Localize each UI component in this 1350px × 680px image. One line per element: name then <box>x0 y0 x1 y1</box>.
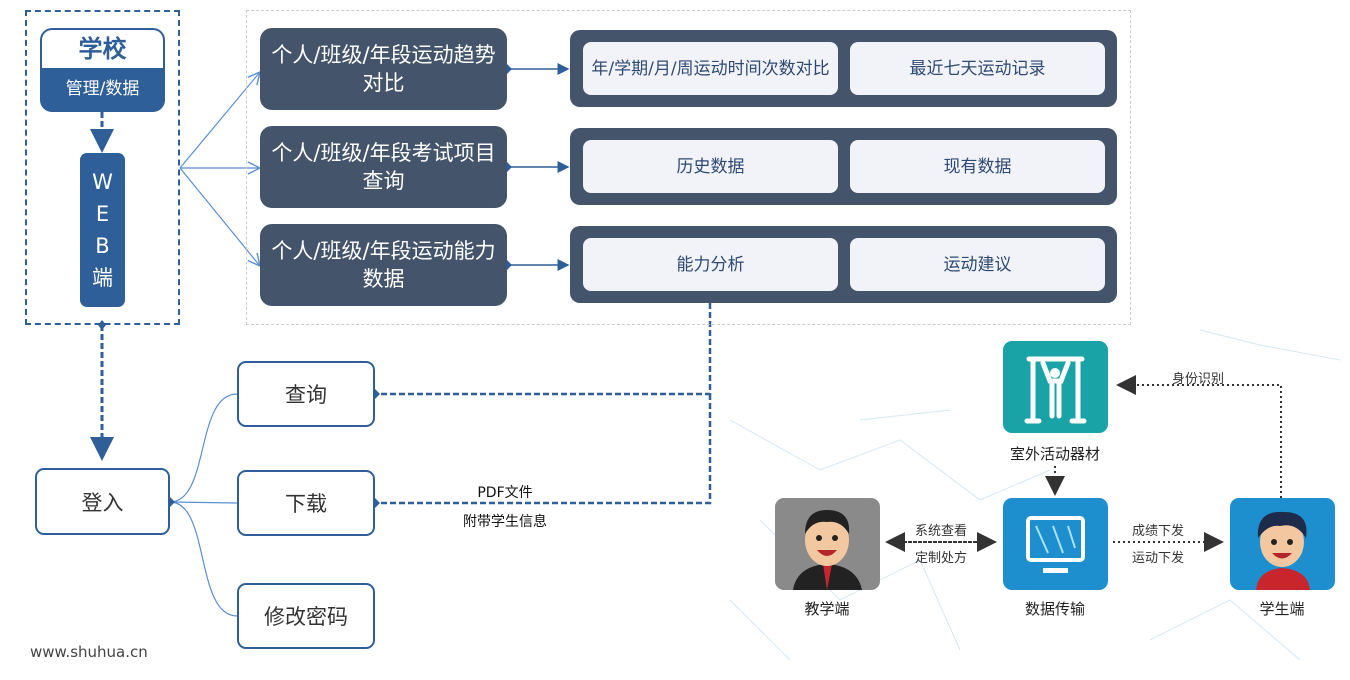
feature-ability: 个人/班级/年段运动能力数据 <box>260 224 507 306</box>
web-client-frame <box>25 10 180 325</box>
equipment-label: 室外活动器材 <box>1009 445 1100 463</box>
teacher-label: 教学端 <box>804 600 850 618</box>
pdf-note: PDF文件 <box>477 485 533 501</box>
student-label: 学生端 <box>1259 600 1305 618</box>
student-avatar-icon <box>1230 498 1335 590</box>
footer-url: www.shuhua.cn <box>30 643 148 661</box>
school-subtitle: 管理/数据 <box>65 79 140 99</box>
feature-item: 运动建议 <box>850 238 1105 291</box>
data-transfer-icon <box>1003 498 1108 590</box>
web-char: E <box>95 202 110 226</box>
feature-item: 能力分析 <box>583 238 838 291</box>
equipment-icon <box>1003 341 1108 433</box>
feature-group-ability: 能力分析 运动建议 <box>570 226 1117 303</box>
web-char: 端 <box>92 266 113 290</box>
school-title: 学校 <box>42 30 163 68</box>
feature-item: 历史数据 <box>583 140 838 193</box>
login-box: 登入 <box>35 468 170 535</box>
data-transfer-label: 数据传输 <box>1024 600 1085 618</box>
feature-area-frame <box>246 10 1131 325</box>
web-client-box: W E B 端 <box>80 153 125 307</box>
feature-item: 现有数据 <box>850 140 1105 193</box>
feature-exam: 个人/班级/年段考试项目查询 <box>260 126 507 208</box>
teacher-link-caption-2: 定制处方 <box>914 551 967 566</box>
web-char: W <box>92 170 113 194</box>
feature-group-trend: 年/学期/月/周运动时间次数对比 最近七天运动记录 <box>570 30 1117 107</box>
feature-item: 最近七天运动记录 <box>850 42 1105 95</box>
web-char: B <box>95 234 110 258</box>
student-info-note: 附带学生信息 <box>463 514 547 530</box>
student-link-caption-2: 运动下发 <box>1131 551 1184 566</box>
feature-group-exam: 历史数据 现有数据 <box>570 128 1117 205</box>
student-link-caption-1: 成绩下发 <box>1131 524 1184 539</box>
teacher-avatar-icon <box>775 498 880 590</box>
teacher-link-caption-1: 系统查看 <box>914 524 967 539</box>
download-box: 下载 <box>237 470 375 536</box>
query-box: 查询 <box>237 361 375 427</box>
feature-item: 年/学期/月/周运动时间次数对比 <box>583 42 838 95</box>
change-password-box: 修改密码 <box>237 583 375 649</box>
feature-trend: 个人/班级/年段运动趋势对比 <box>260 28 507 110</box>
identity-caption: 身份识别 <box>1171 372 1224 387</box>
school-box: 学校 管理/数据 <box>40 28 165 112</box>
